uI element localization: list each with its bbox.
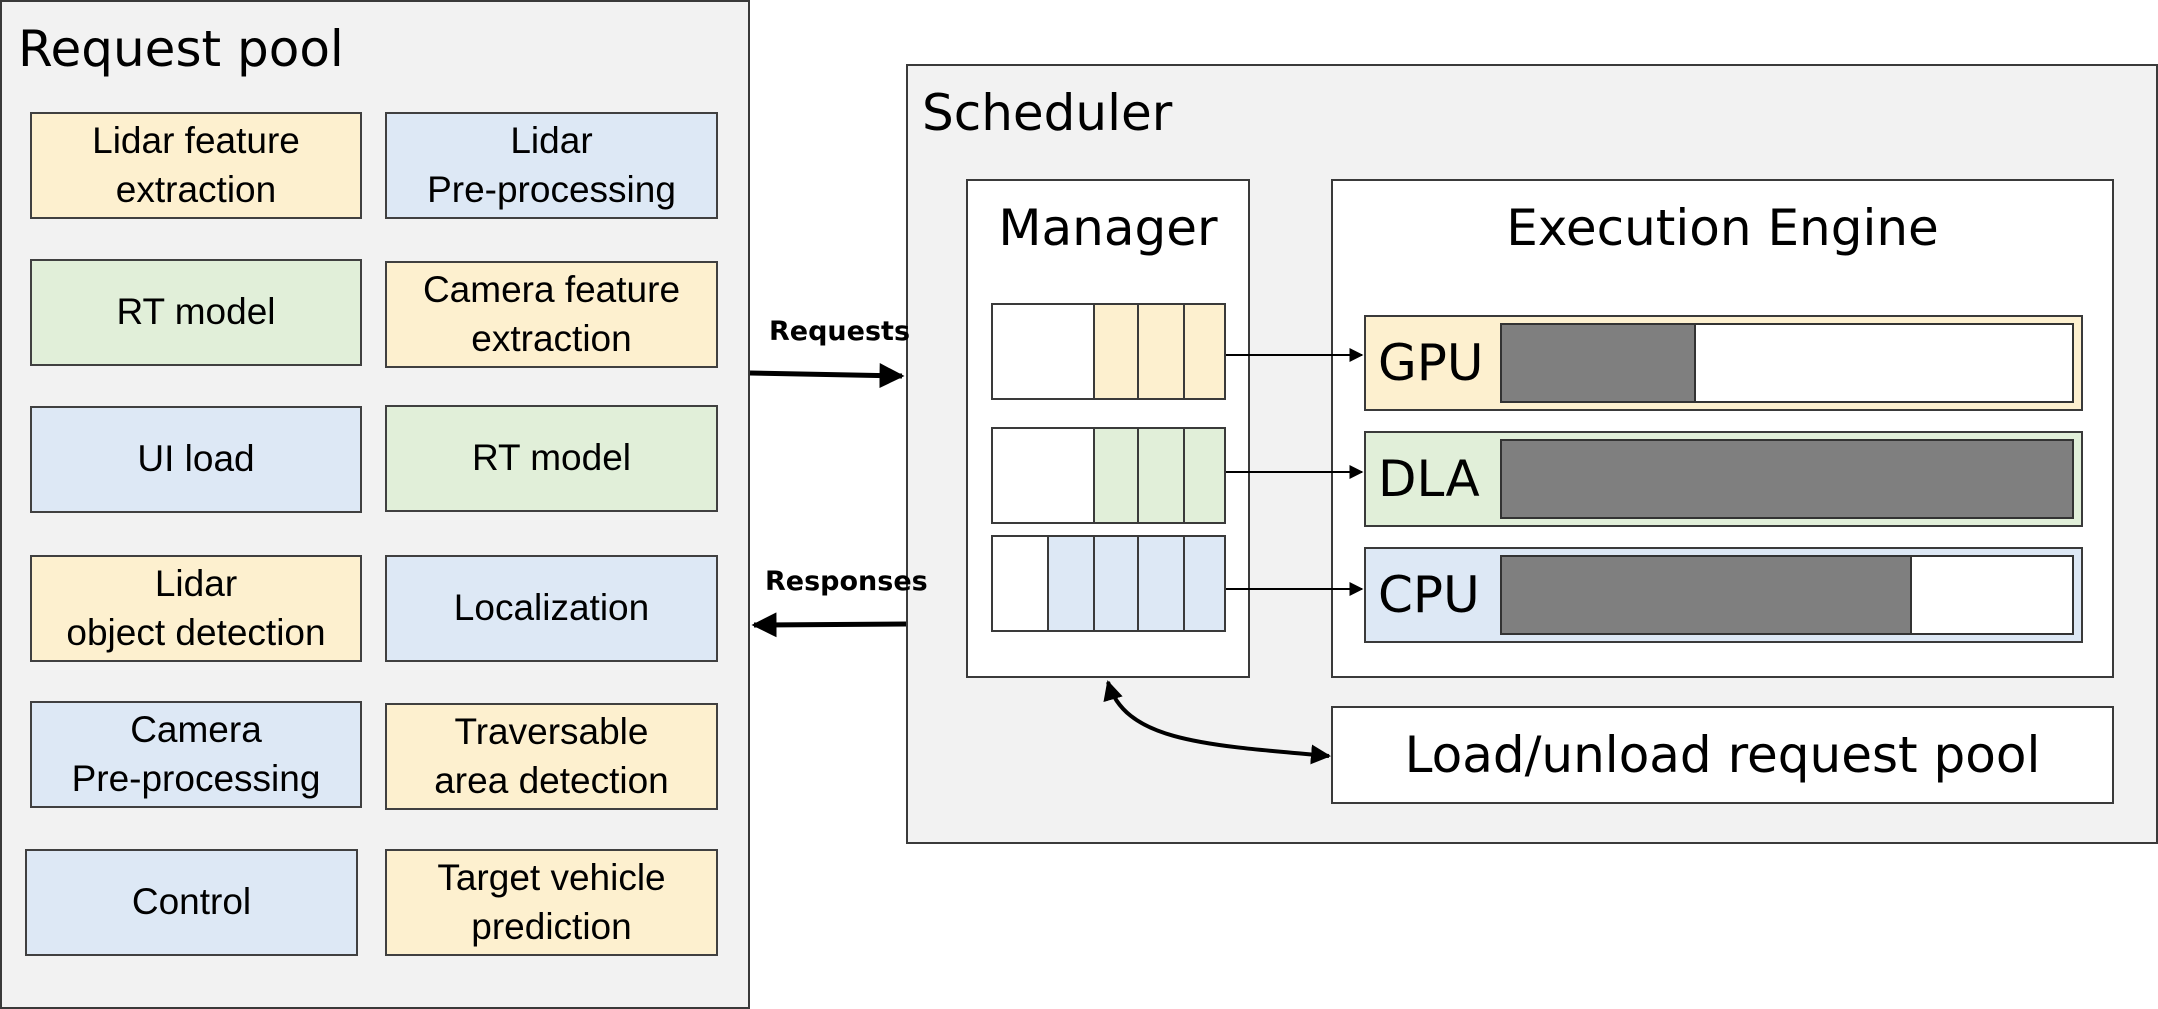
task-box: Camera feature extraction: [385, 261, 718, 368]
gpu-label: GPU: [1378, 334, 1484, 392]
load-unload-arrow: [1103, 680, 1331, 765]
request-pool-title: Request pool: [18, 20, 344, 78]
task-box: Camera Pre-processing: [30, 701, 362, 808]
task-box: Lidar feature extraction: [30, 112, 362, 219]
load-unload-box: Load/unload request pool: [1331, 706, 2114, 804]
task-box: Lidar Pre-processing: [385, 112, 718, 219]
engine-row-gpu: GPU: [1364, 315, 2083, 411]
scheduler-title: Scheduler: [922, 84, 1173, 142]
responses-arrow: [751, 612, 907, 638]
requests-label: Requests: [769, 316, 911, 347]
gpu-utilization-bar: [1500, 323, 2074, 403]
request-queue: [991, 427, 1226, 524]
task-box: RT model: [385, 405, 718, 512]
responses-label: Responses: [765, 566, 928, 597]
cpu-label: CPU: [1378, 566, 1480, 624]
task-box: Lidar object detection: [30, 555, 362, 662]
task-box: Localization: [385, 555, 718, 662]
task-box: Target vehicle prediction: [385, 849, 718, 956]
task-box: UI load: [30, 406, 362, 513]
cpu-utilization-fill: [1502, 557, 1913, 633]
engine-row-cpu: CPU: [1364, 547, 2083, 643]
task-box: Traversable area detection: [385, 703, 718, 810]
task-box: Control: [25, 849, 358, 956]
requests-arrow: [749, 363, 905, 389]
cpu-utilization-bar: [1500, 555, 2074, 635]
gpu-utilization-fill: [1502, 325, 1696, 401]
task-box: RT model: [30, 259, 362, 366]
dla-utilization-bar: [1500, 439, 2074, 519]
manager-title: Manager: [998, 199, 1218, 257]
dla-utilization-fill: [1502, 441, 2072, 517]
request-queue: [991, 303, 1226, 400]
execution-engine-title: Execution Engine: [1506, 199, 1939, 257]
dla-label: DLA: [1378, 450, 1480, 508]
engine-row-dla: DLA: [1364, 431, 2083, 527]
request-queue: [991, 535, 1226, 632]
